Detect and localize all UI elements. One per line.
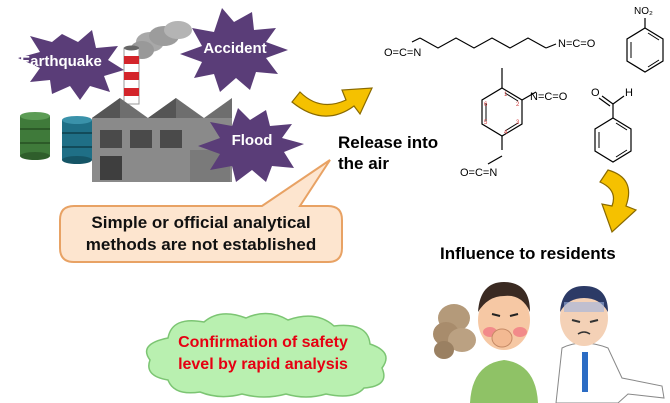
svg-text:O: O: [591, 87, 600, 99]
factory-scene: [18, 8, 304, 182]
svg-text:H: H: [625, 87, 633, 99]
svg-text:N=C=O: N=C=O: [530, 91, 568, 103]
chimney-icon: [123, 45, 140, 105]
svg-text:O=C=N: O=C=N: [384, 47, 421, 59]
influence-text: Influence to residents: [440, 244, 616, 263]
safety-line-1: Confirmation of safety: [178, 334, 348, 351]
earthquake-burst: [18, 30, 124, 100]
odor-cloud-icon: [433, 304, 476, 359]
callout-line-1: Simple or official analytical: [91, 213, 311, 232]
factory-building-icon: [92, 98, 232, 182]
release-text: Release into the air: [338, 133, 439, 173]
svg-text:6: 6: [484, 102, 488, 108]
svg-text:3: 3: [516, 120, 520, 126]
earthquake-label: Earthquake: [20, 53, 102, 70]
influence-arrow-icon: [599, 169, 638, 234]
blue-drum-icon: [62, 116, 92, 164]
release-arrow-icon: [291, 87, 373, 117]
nitrobenzene-molecule: NO₂: [626, 6, 664, 73]
svg-text:1: 1: [504, 92, 508, 98]
chemical-structures: O=C=N N=C=O NO₂ N=C=O O=C=N 1 2 3 4 5 6: [384, 6, 664, 179]
svg-text:2: 2: [516, 102, 520, 108]
callout-line-2: methods are not established: [85, 235, 317, 254]
resident-kneeling: [555, 286, 665, 403]
flood-burst: [198, 108, 304, 182]
green-drum-icon: [20, 112, 50, 160]
accident-burst: [180, 8, 288, 92]
svg-text:4: 4: [504, 130, 508, 136]
benzaldehyde-molecule: O H: [591, 87, 633, 163]
svg-text:N=C=O: N=C=O: [558, 38, 596, 50]
safety-cloud: [145, 312, 387, 398]
svg-text:NO₂: NO₂: [634, 6, 653, 17]
safety-line-2: level by rapid analysis: [178, 356, 348, 373]
resident-covering-nose: [470, 282, 538, 403]
accident-label: Accident: [203, 40, 267, 57]
svg-text:O=C=N: O=C=N: [460, 167, 497, 179]
svg-text:5: 5: [484, 120, 488, 126]
hdi-molecule: O=C=N N=C=O: [384, 37, 596, 59]
flood-label: Flood: [231, 132, 273, 149]
tdi-molecule: N=C=O O=C=N 1 2 3 4 5 6: [460, 68, 568, 179]
residents-illustration: [433, 282, 665, 403]
